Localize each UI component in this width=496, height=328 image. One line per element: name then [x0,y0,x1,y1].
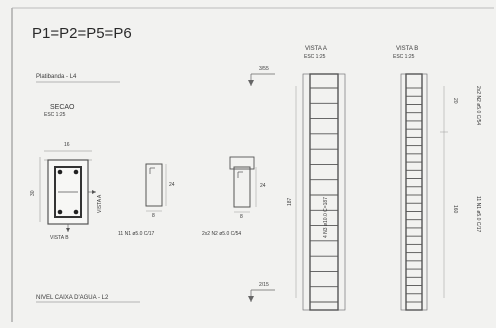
vista-b-cage [400,73,428,311]
right-label-bottom: 11 N1 ø5.0 C/17 [475,196,481,233]
section-scale: ESC 1:25 [44,112,66,118]
vista-a-title: VISTA A [305,46,327,52]
elevation-marker-top [248,73,275,86]
level-label-top: Platibanda - L4 [36,74,77,80]
longitudinal-bars-label: 4 N3 ø10.0 C=187 [323,197,329,238]
stirrup-a-label: 11 N1 ø5.0 C/17 [118,231,155,237]
vista-b-scale: ESC 1:25 [393,54,415,60]
section-vista-a-label: VISTA A [97,194,103,213]
sheet-title: P1=P2=P5=P6 [32,25,132,42]
elevation-top-value: 3/55 [259,66,269,72]
section-width-dim: 16 [64,142,70,148]
vista-b-bottom-dim: 160 [452,205,458,214]
stirrup-b-label: 2x2 N2 ø5.0 C/54 [202,231,242,237]
stirrup-a-base: 8 [152,213,155,219]
stirrup-detail-a [145,163,167,212]
elevation-bottom-value: 2/15 [259,282,269,288]
vista-b-title: VISTA B [396,46,419,52]
vista-b-top-dim: 20 [452,98,458,104]
stirrup-a-height: 24 [169,182,175,188]
column-section [39,150,96,232]
length-dimension: 187 [287,197,293,206]
section-height-dim: 30 [30,190,36,196]
right-label-top: 2x2 N2 ø5.0 C/54 [475,86,481,126]
level-label-bottom: NIVEL CAIXA D'AGUA - L2 [36,295,109,301]
vista-a-scale: ESC 1:25 [304,54,326,60]
vista-a-cage [302,73,346,311]
stirrup-b-height: 24 [260,183,266,189]
stirrup-detail-b [229,156,257,213]
elevation-marker-bottom [248,289,275,302]
stirrup-b-base: 8 [240,214,243,220]
section-title: SECAO [50,104,75,111]
section-vista-b-label: VISTA B [50,235,69,241]
